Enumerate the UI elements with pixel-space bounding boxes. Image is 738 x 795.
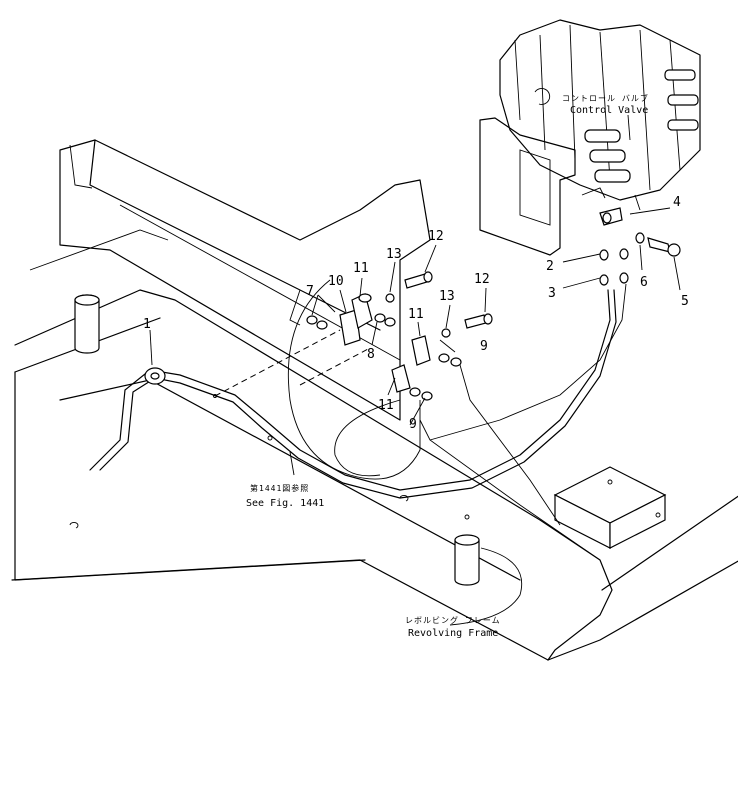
clamp-cluster — [289, 271, 493, 401]
callout-1: 1 — [143, 317, 151, 332]
callout-9-lower: 9 — [409, 417, 417, 432]
callout-2: 2 — [546, 259, 554, 274]
post-center — [449, 534, 522, 626]
callout-11-middle: 11 — [408, 307, 424, 322]
callout-12-upper: 12 — [428, 229, 444, 244]
revolving-frame-drawing — [11, 139, 738, 661]
revolving-frame-label-en: Revolving Frame — [408, 628, 498, 639]
control-valve-label-jp: コントロール バルブ — [562, 93, 649, 103]
leader-lines — [149, 114, 681, 476]
callout-6: 6 — [640, 275, 648, 290]
callout-numbers: 1 2 3 4 5 6 7 8 9 9 10 11 11 11 12 12 13… — [143, 195, 689, 432]
callout-5: 5 — [681, 294, 689, 309]
callout-11-top: 11 — [353, 261, 369, 276]
grommet — [144, 367, 166, 385]
control-valve-drawing — [479, 19, 701, 286]
callout-13-lower: 13 — [439, 289, 455, 304]
callout-10: 10 — [328, 274, 344, 289]
hose-routing — [89, 279, 627, 561]
callout-12-lower: 12 — [474, 272, 490, 287]
callout-4: 4 — [673, 195, 681, 210]
see-fig-label-en: See Fig. 1441 — [246, 498, 324, 509]
see-fig-label-jp: 第1441図参照 — [250, 483, 309, 493]
callout-8: 8 — [367, 347, 375, 362]
callout-13-upper: 13 — [386, 247, 402, 262]
post-left — [74, 294, 100, 354]
text-labels: コントロール バルブ Control Valve 第1441図参照 See Fi… — [246, 93, 649, 639]
callout-3: 3 — [548, 286, 556, 301]
revolving-frame-label-jp: レボルビング フレーム — [405, 615, 501, 625]
callout-7: 7 — [306, 284, 314, 299]
block-right — [553, 466, 667, 549]
control-valve-label-en: Control Valve — [570, 105, 648, 116]
callout-9-upper: 9 — [480, 339, 488, 354]
callout-11-bottom: 11 — [378, 398, 394, 413]
